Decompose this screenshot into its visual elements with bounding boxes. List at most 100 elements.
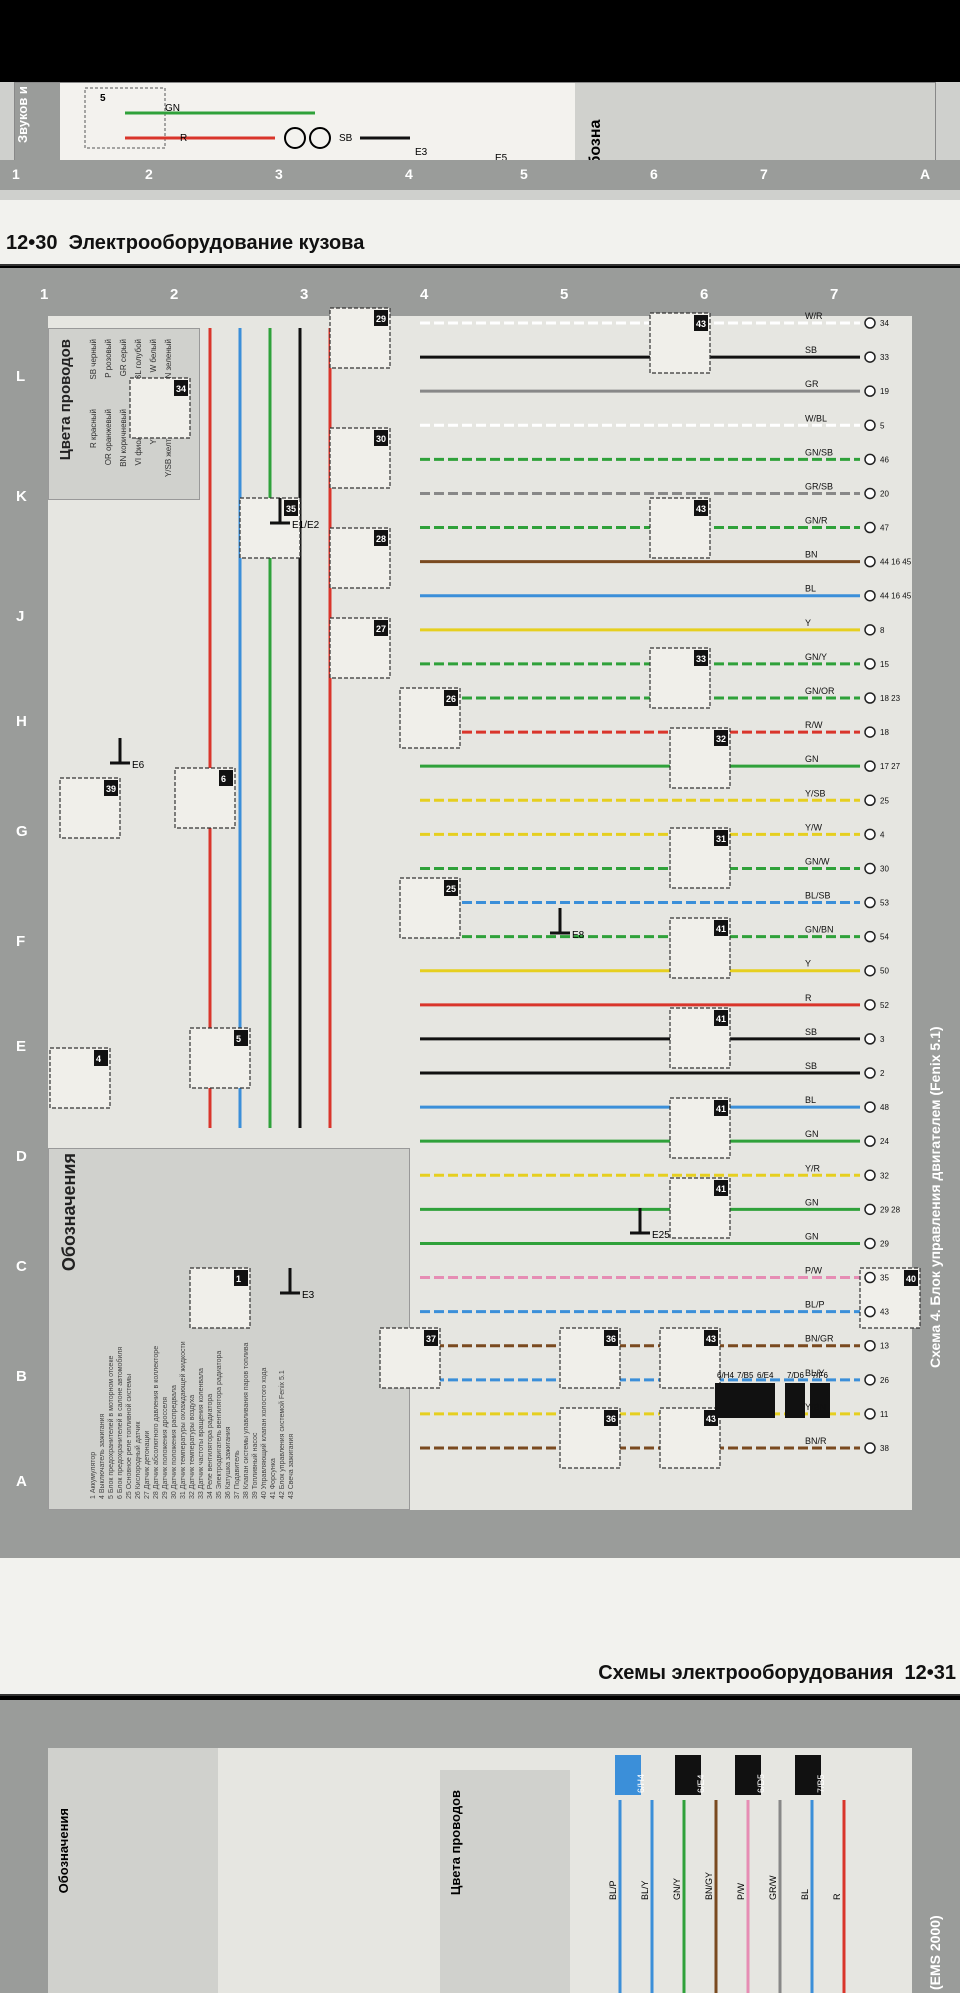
terminal-pin-number: 29 28 <box>880 1205 901 1214</box>
component-tag <box>374 430 388 446</box>
component-tag <box>444 880 458 896</box>
terminal-wire-label: GN/R <box>805 516 828 526</box>
terminal-pin <box>864 555 876 568</box>
component-tag <box>704 1410 718 1426</box>
page-number: 12•30 <box>6 232 58 254</box>
terminal-pin-number: 38 <box>880 1444 889 1453</box>
component-tag <box>714 730 728 746</box>
component-tag <box>174 380 188 396</box>
component-tag <box>444 690 458 706</box>
terminal-pin <box>864 1374 876 1386</box>
terminal-pin-number: 54 <box>880 933 889 942</box>
terminal-wire-label: GN <box>805 1129 819 1139</box>
connector-label-2: 6/H4 <box>636 1774 646 1793</box>
connector-label-2: 7/B5 <box>816 1774 826 1793</box>
component-tag <box>714 1180 728 1196</box>
terminal-pin <box>864 1237 876 1250</box>
ground-label: E1/E2 <box>292 520 320 531</box>
component-number: 36 <box>606 1414 616 1424</box>
component-number: 33 <box>696 654 706 664</box>
terminal-pin-number: 13 <box>880 1342 889 1351</box>
wire-label-2: P/W <box>736 1882 746 1900</box>
terminal-pin-number: 43 <box>880 1308 889 1317</box>
terminal-pin <box>864 760 876 772</box>
component-number: 41 <box>716 1104 726 1114</box>
page-gap-2 <box>0 1558 960 1658</box>
terminal-pin <box>864 1067 876 1079</box>
connector-arrow-2 <box>795 1755 821 1795</box>
component-number: 28 <box>376 534 386 544</box>
component-number: 43 <box>696 319 706 329</box>
connector-label-2: 6/D5 <box>756 1774 766 1793</box>
wire-color-legend-2: Цвета проводов <box>440 1770 570 1993</box>
component-box <box>669 1097 731 1159</box>
terminal-wire-label: BL <box>805 1095 816 1105</box>
terminal-wire-label: SB <box>805 1027 817 1037</box>
ground-label: E8 <box>572 930 585 941</box>
terminal-wire-label: Y/R <box>805 1163 821 1173</box>
terminal-pin <box>864 726 876 738</box>
component-number: 41 <box>716 1184 726 1194</box>
terminal-pin <box>864 1033 876 1045</box>
terminal-pin <box>864 1135 876 1147</box>
component-number: 1 <box>236 1274 241 1284</box>
terminal-pin <box>864 658 876 670</box>
component-number: 40 <box>906 1274 916 1284</box>
top-wire-gn-label: GN <box>165 103 180 114</box>
component-box <box>559 1327 621 1389</box>
terminal-pin-number: 4 <box>880 830 885 839</box>
terminal-pin-number: 33 <box>880 353 889 362</box>
terminal-pin <box>864 351 876 363</box>
terminal-wire-label: GR/SB <box>805 481 833 491</box>
terminal-wire-label: Y/BN <box>805 1402 826 1412</box>
terminal-wire-label: R <box>805 993 812 1003</box>
terminal-wire-label: GN <box>805 1197 819 1207</box>
terminal-pin-number: 35 <box>880 1274 889 1283</box>
terminal-pin <box>864 896 876 909</box>
component-number: 39 <box>106 784 116 794</box>
terminal-pin-number: 44 16 45 <box>880 558 912 567</box>
terminal-pin <box>864 317 876 329</box>
component-number: 41 <box>716 1014 726 1024</box>
component-box <box>669 827 731 889</box>
terminal-pin-number: 18 23 <box>880 694 901 703</box>
terminal-wire-label: BL/SB <box>805 891 831 901</box>
top-title-fragment: Звуков и прик <box>15 83 30 143</box>
terminal-pin <box>864 1305 876 1318</box>
component-tag <box>374 620 388 636</box>
terminal-pin-number: 17 27 <box>880 762 901 771</box>
wiring-diagram-sheet: 1 2 3 4 5 6 7 L K J H G F E D C B A Цвет… <box>0 268 960 1558</box>
connector-label: 7/B5 <box>737 1371 754 1380</box>
connector-label: 6/E4 <box>757 1371 774 1380</box>
connector-label-2: 6/E4 <box>696 1774 706 1793</box>
component-tag <box>714 920 728 936</box>
terminal-pin-number: 44 16 45 <box>880 592 912 601</box>
top-wire-sb-label: SB <box>339 133 353 144</box>
terminal-pin <box>864 964 876 977</box>
terminal-pin <box>864 862 876 875</box>
component-number: 4 <box>96 1054 101 1064</box>
component-number: 32 <box>716 734 726 744</box>
component-number: 34 <box>176 384 186 394</box>
connector-arrow-2 <box>675 1755 701 1795</box>
terminal-pin-number: 29 <box>880 1239 889 1248</box>
wire-label-2: GR/W <box>768 1875 778 1900</box>
component-number: 35 <box>286 504 296 514</box>
connector-arrow-2 <box>615 1755 641 1795</box>
page-title: Электрооборудование кузова <box>68 232 365 254</box>
component-tag <box>234 1030 248 1046</box>
terminal-wire-label: BL/P <box>805 1300 825 1310</box>
terminal-pin <box>864 1101 876 1113</box>
terminal-pin-number: 19 <box>880 387 889 396</box>
ground-e3-top: E3 <box>415 147 428 158</box>
top-label-5: 5 <box>100 93 106 104</box>
terminal-wire-label: Y/SB <box>805 788 826 798</box>
page-number-2: 12•31 <box>904 1662 957 1684</box>
connector-arrow <box>715 1383 735 1418</box>
component-number: 31 <box>716 834 726 844</box>
terminal-pin-number: 30 <box>880 864 889 873</box>
component-number: 25 <box>446 884 456 894</box>
terminal-pin-number: 25 <box>880 796 889 805</box>
